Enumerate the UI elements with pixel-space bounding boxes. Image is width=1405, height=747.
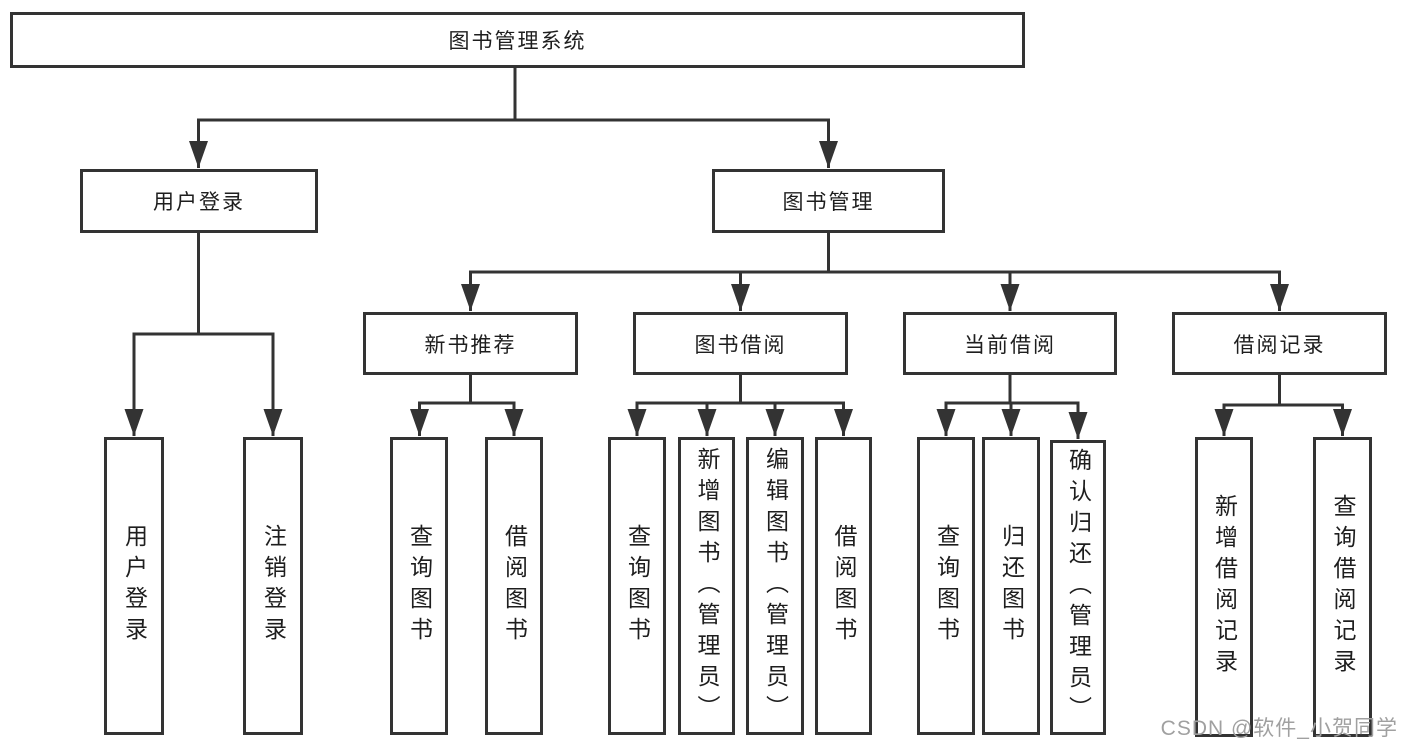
leaf-borrow-books-recommend: 借阅图书 bbox=[485, 437, 543, 735]
leaf-add-book-admin-label: 新增图书（管理员） bbox=[694, 446, 720, 726]
leaf-query-books-current: 查询图书 bbox=[917, 437, 975, 735]
node-user-login-label: 用户登录 bbox=[153, 191, 245, 214]
node-library-system: 图书管理系统 bbox=[10, 12, 1025, 68]
node-book-borrowing-label: 图书借阅 bbox=[694, 333, 787, 357]
node-current-borrowing-label: 当前借阅 bbox=[964, 333, 1056, 357]
leaf-query-borrow-record: 查询借阅记录 bbox=[1313, 437, 1372, 737]
leaf-query-books-recommend: 查询图书 bbox=[390, 437, 448, 735]
leaf-borrow-books-recommend-label: 借阅图书 bbox=[501, 524, 528, 648]
leaf-add-borrow-record: 新增借阅记录 bbox=[1195, 437, 1253, 737]
leaf-query-borrow-record-label: 查询借阅记录 bbox=[1330, 494, 1356, 680]
node-current-borrowing: 当前借阅 bbox=[903, 312, 1117, 375]
leaf-edit-book-admin-label: 编辑图书（管理员） bbox=[762, 446, 789, 726]
leaf-borrow-books-borrowing: 借阅图书 bbox=[815, 437, 872, 735]
node-borrowing-records: 借阅记录 bbox=[1172, 312, 1387, 375]
leaf-edit-book-admin: 编辑图书（管理员） bbox=[746, 437, 804, 735]
node-new-book-recommend: 新书推荐 bbox=[363, 312, 578, 375]
watermark: CSDN @软件_小贺同学 bbox=[1160, 717, 1398, 740]
node-book-management: 图书管理 bbox=[712, 169, 945, 233]
node-library-system-label: 图书管理系统 bbox=[448, 30, 587, 53]
leaf-return-books: 归还图书 bbox=[982, 437, 1040, 735]
node-borrowing-records-label: 借阅记录 bbox=[1233, 333, 1326, 357]
leaf-return-books-label: 归还图书 bbox=[998, 524, 1025, 648]
leaf-user-login: 用户登录 bbox=[104, 437, 164, 735]
leaf-confirm-return-admin-label: 确认归还（管理员） bbox=[1065, 448, 1092, 727]
leaf-query-books-recommend-label: 查询图书 bbox=[406, 524, 433, 648]
leaf-logout: 注销登录 bbox=[243, 437, 303, 735]
leaf-confirm-return-admin: 确认归还（管理员） bbox=[1050, 440, 1106, 735]
leaf-borrow-books-borrowing-label: 借阅图书 bbox=[831, 524, 857, 648]
leaf-logout-label: 注销登录 bbox=[260, 524, 287, 648]
node-user-login: 用户登录 bbox=[80, 169, 318, 233]
node-book-borrowing: 图书借阅 bbox=[633, 312, 848, 375]
leaf-add-book-admin: 新增图书（管理员） bbox=[678, 437, 735, 735]
leaf-query-books-borrowing: 查询图书 bbox=[608, 437, 666, 735]
leaf-query-books-borrowing-label: 查询图书 bbox=[624, 524, 651, 648]
leaf-user-login-label: 用户登录 bbox=[121, 524, 148, 648]
arrowheads bbox=[124, 141, 1352, 439]
node-book-management-label: 图书管理 bbox=[782, 191, 875, 214]
leaf-add-borrow-record-label: 新增借阅记录 bbox=[1211, 494, 1238, 680]
leaf-query-books-current-label: 查询图书 bbox=[933, 524, 960, 648]
node-new-book-recommend-label: 新书推荐 bbox=[424, 333, 517, 357]
